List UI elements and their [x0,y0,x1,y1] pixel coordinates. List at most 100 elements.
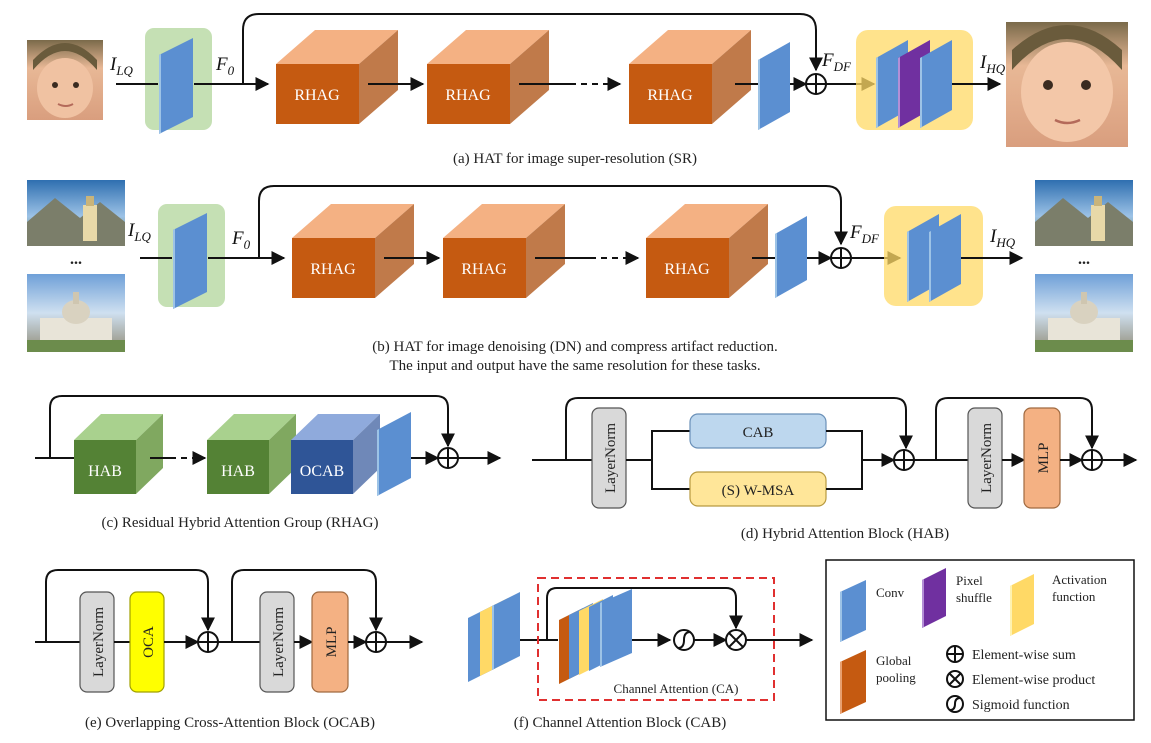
legend-pooling: pooling [876,670,916,685]
rhag-block-2a: RHAG [427,30,549,124]
skip-connection-d1 [565,397,913,460]
ocab-block: OCAB [291,414,380,494]
svg-text:RHAG: RHAG [647,87,693,104]
global-pooling-icon [840,650,866,714]
conv-icon [775,216,807,298]
element-wise-sum-icon [893,449,915,471]
rhag-block-1a: RHAG [276,30,398,124]
caption-f: (f) Channel Attention Block (CAB) [514,715,726,731]
skip-connection-e1 [45,569,215,642]
element-wise-sum-icon [197,631,219,653]
cab-label: CAB [743,425,774,441]
oca-label: OCA [141,626,157,658]
element-wise-sum-icon [946,645,964,663]
legend-function: function [1052,589,1096,604]
element-wise-sum-icon [830,247,852,269]
line [651,430,690,460]
photo-mountain-input [27,180,125,246]
sigmoid-icon [946,695,964,713]
conv-icon [920,40,952,128]
skip-connection-e2 [231,569,383,642]
legend-activation: Activation [1052,572,1107,587]
photo-capitol-input [27,274,125,352]
element-wise-sum-icon [437,447,459,469]
symbol-i-lq: ILQ [109,54,134,78]
symbol-i-hq: IHQ [989,226,1016,250]
legend-product: Element-wise product [972,673,1095,688]
legend-pixel: Pixel [956,573,983,588]
svg-text:RHAG: RHAG [294,87,340,104]
line [651,460,690,490]
svg-text:OCAB: OCAB [300,463,344,480]
photo-mountain-output [1035,180,1133,246]
skip-connection-c [49,395,455,458]
skip-connection-a [242,13,823,84]
conv-icon [377,412,411,496]
layernorm-label: LayerNorm [979,423,995,493]
caption-e: (e) Overlapping Cross-Attention Block (O… [85,715,375,731]
svg-text:RHAG: RHAG [461,261,507,278]
wmsa-label: (S) W-MSA [722,483,795,499]
ca-layer-stack [559,589,632,684]
svg-text:RHAG: RHAG [664,261,710,278]
caption-a: (a) HAT for image super-resolution (SR) [453,151,697,167]
rhag-block-2b: RHAG [443,204,565,298]
conv-icon [840,580,866,642]
mlp-label: MLP [324,627,340,658]
hab-block-2: HAB [207,414,296,494]
conv-icon [159,38,193,134]
element-wise-sum-icon [1081,449,1103,471]
arrow [826,430,896,467]
svg-text:HAB: HAB [221,463,255,480]
svg-text:HAB: HAB [88,463,122,480]
photo-baby-output [1006,22,1128,147]
symbol-f-df: FDF [849,222,880,246]
line [826,460,863,490]
ellipsis-input: ... [70,251,82,268]
legend-shuffle: shuffle [956,590,992,605]
photo-capitol-output [1035,274,1133,352]
conv-icon [929,214,961,302]
mlp-label: MLP [1036,443,1052,474]
element-wise-sum-icon [805,73,827,95]
sigmoid-icon [673,629,695,651]
cab-layer-stack [468,592,520,682]
symbol-f0: F0 [215,54,235,78]
symbol-i-hq: IHQ [979,52,1006,76]
rhag-block-3b: RHAG [646,204,768,298]
skip-connection-b [258,185,848,258]
rhag-block-3a: RHAG [629,30,751,124]
layernorm-block [967,407,1003,509]
symbol-f0: F0 [231,228,251,252]
legend-sum: Element-wise sum [972,648,1076,663]
caption-d: (d) Hybrid Attention Block (HAB) [741,526,949,542]
hab-block-1: HAB [74,414,163,494]
channel-attention-box [537,577,775,701]
ca-label: Channel Attention (CA) [614,681,739,696]
activation-function-icon [1010,574,1034,636]
caption-b-line2: The input and output have the same resol… [389,358,760,374]
legend-conv: Conv [876,585,905,600]
mlp-block [1023,407,1061,509]
symbol-f-df: FDF [821,50,852,74]
layernorm-label: LayerNorm [91,607,107,677]
skip-connection-f [546,587,743,640]
photo-baby-input [27,40,103,120]
skip-connection-d2 [935,397,1099,460]
caption-b-line1: (b) HAT for image denoising (DN) and com… [372,339,777,355]
caption-c: (c) Residual Hybrid Attention Group (RHA… [101,515,378,531]
conv-icon [758,42,790,130]
layernorm-block [591,407,627,509]
layernorm-label: LayerNorm [603,423,619,493]
conv-icon [173,213,207,309]
svg-text:RHAG: RHAG [445,87,491,104]
rhag-block-1b: RHAG [292,204,414,298]
layernorm-label: LayerNorm [271,607,287,677]
legend-global: Global [876,653,912,668]
svg-text:RHAG: RHAG [310,261,356,278]
pixel-shuffle-icon [922,568,946,628]
ellipsis-output: ... [1078,251,1090,268]
legend-sigmoid: Sigmoid function [972,698,1070,713]
element-wise-product-icon [946,670,964,688]
